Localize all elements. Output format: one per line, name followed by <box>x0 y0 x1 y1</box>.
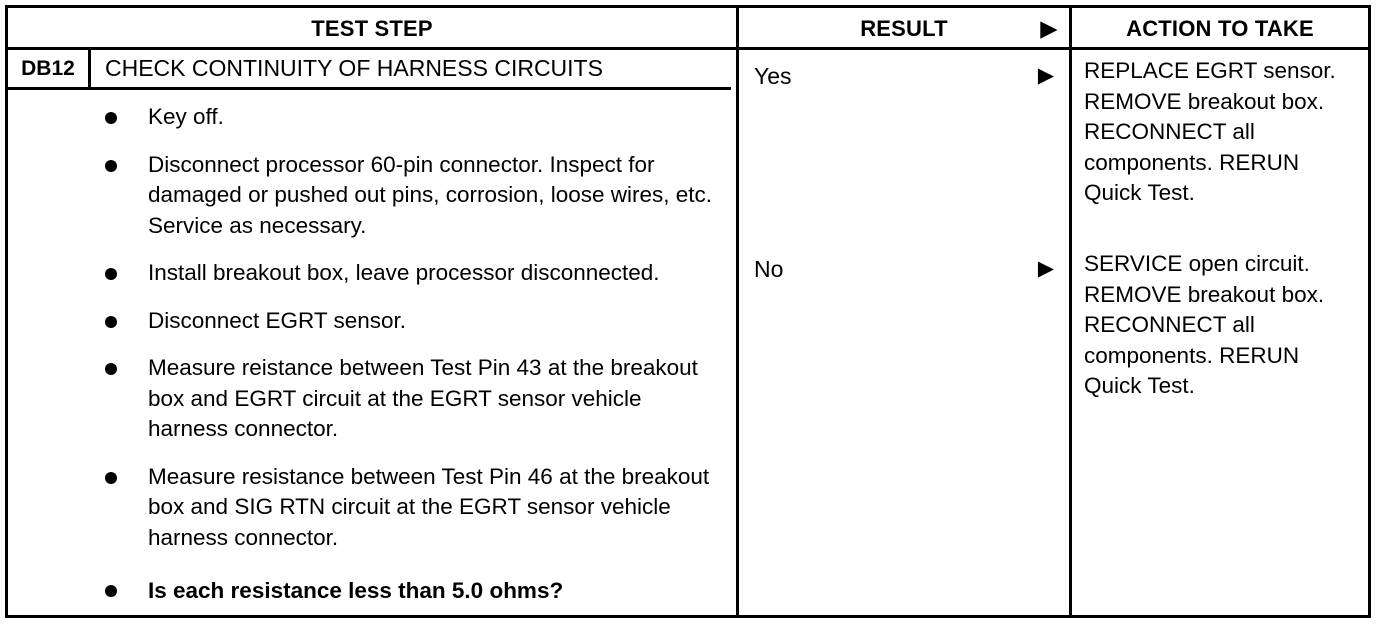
triangle-right-icon: ▶ <box>1040 17 1057 41</box>
column-header-test-step: TEST STEP <box>8 8 736 50</box>
triangle-right-icon: ▶ <box>1037 64 1054 87</box>
step-code-label: DB12 <box>21 56 75 80</box>
step-title-row: DB12 CHECK CONTINUITY OF HARNESS CIRCUIT… <box>8 50 731 90</box>
step-title: CHECK CONTINUITY OF HARNESS CIRCUITS <box>91 50 603 87</box>
result-label-yes: Yes <box>754 63 792 89</box>
result-label-no: No <box>754 256 784 282</box>
column-header-action-to-take: ACTION TO TAKE <box>1069 8 1368 50</box>
list-item: Measure resistance between Test Pin 46 a… <box>8 462 736 554</box>
list-item-text: Disconnect EGRT sensor. <box>148 307 407 333</box>
bullet-icon <box>105 268 117 280</box>
list-item: Measure reistance between Test Pin 43 at… <box>8 353 736 445</box>
column-header-result-label: RESULT <box>860 16 948 41</box>
result-entry-no: No ▶ <box>739 253 1069 285</box>
action-text-yes: REPLACE EGRT sensor. REMOVE breakout box… <box>1084 58 1336 205</box>
list-item: Disconnect processor 60-pin connector. I… <box>8 150 736 242</box>
list-item-text: Install breakout box, leave processor di… <box>148 260 660 285</box>
bullet-icon <box>105 585 117 597</box>
column-header-test-step-label: TEST STEP <box>311 16 433 41</box>
column-divider-result <box>736 50 739 618</box>
step-title-label: CHECK CONTINUITY OF HARNESS CIRCUITS <box>105 55 603 81</box>
list-item: Key off. <box>8 102 736 133</box>
action-column: REPLACE EGRT sensor. REMOVE breakout box… <box>1072 50 1368 618</box>
bullet-icon <box>105 112 117 124</box>
test-step-column: DB12 CHECK CONTINUITY OF HARNESS CIRCUIT… <box>8 50 736 618</box>
list-item-text: Measure resistance between Test Pin 46 a… <box>148 463 710 550</box>
list-item: Disconnect EGRT sensor. <box>8 306 736 337</box>
action-text-no: SERVICE open circuit. REMOVE breakout bo… <box>1084 251 1325 398</box>
list-item-text: Is each resistance less than 5.0 ohms? <box>148 578 564 603</box>
triangle-right-icon: ▶ <box>1037 257 1054 280</box>
bullet-icon <box>105 363 117 375</box>
list-item-text: Key off. <box>148 104 224 129</box>
list-item-text: Disconnect processor 60-pin connector. I… <box>148 151 713 238</box>
bullet-icon <box>105 159 117 172</box>
list-item-question: Is each resistance less than 5.0 ohms? <box>8 576 736 607</box>
list-item: Install breakout box, leave processor di… <box>8 258 736 289</box>
diagnostic-test-step-table: TEST STEP RESULT ▶ ACTION TO TAKE DB12 C… <box>5 5 1371 618</box>
step-instruction-list: Key off. Disconnect processor 60-pin con… <box>8 90 736 624</box>
result-column: Yes ▶ No ▶ <box>739 50 1069 618</box>
list-item-text: Measure reistance between Test Pin 43 at… <box>148 355 698 441</box>
table-body: DB12 CHECK CONTINUITY OF HARNESS CIRCUIT… <box>8 50 1368 618</box>
result-entry-yes: Yes ▶ <box>739 60 1069 92</box>
table-header-row: TEST STEP RESULT ▶ ACTION TO TAKE <box>8 8 1368 50</box>
step-code-badge: DB12 <box>8 50 91 87</box>
column-divider-action <box>1069 50 1072 618</box>
bullet-icon <box>105 315 117 328</box>
column-header-result: RESULT ▶ <box>736 8 1069 50</box>
bullet-icon <box>105 471 117 484</box>
column-header-action-to-take-label: ACTION TO TAKE <box>1126 16 1314 41</box>
